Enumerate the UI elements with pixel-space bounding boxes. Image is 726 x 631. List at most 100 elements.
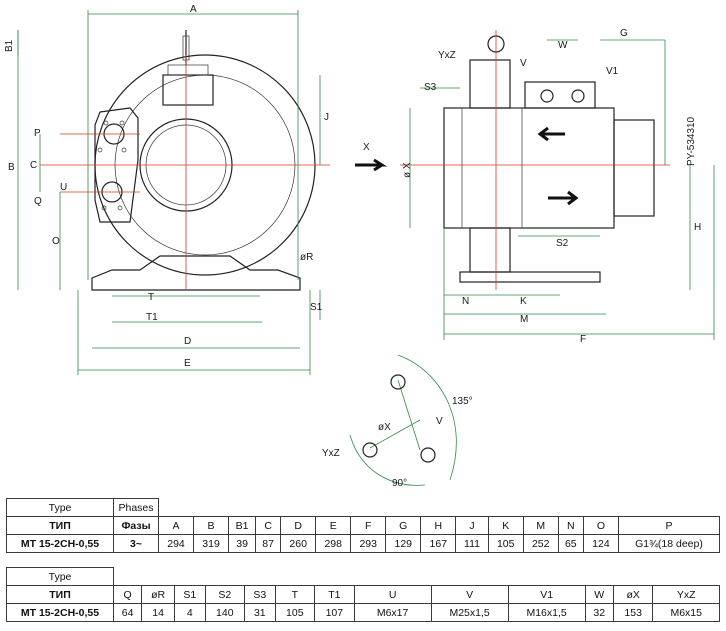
front-view: A B1 B C P U Q O J T T1 D E øR S1	[4, 4, 330, 375]
value-cell: 294	[157, 534, 195, 553]
label-t1: T1	[146, 312, 158, 323]
model-cell: MT 15-2CH-0,55	[6, 534, 114, 553]
value-cell: 87	[255, 534, 282, 553]
front-bolt	[103, 120, 109, 126]
label-k: K	[520, 296, 527, 307]
col-header: S1	[174, 585, 206, 604]
side-port-v1	[571, 89, 585, 103]
value-cell: M6x17	[353, 603, 432, 622]
flange-detail: 135° 90° YxZ øX V	[322, 354, 473, 489]
col-header: O	[582, 516, 620, 535]
flange-hole-left	[362, 442, 378, 458]
col-header: C	[255, 516, 282, 535]
value-cell: G1¾(18 deep)	[618, 534, 720, 553]
header-blank	[158, 498, 720, 517]
label-s2: S2	[556, 238, 569, 249]
label-r: øR	[300, 252, 313, 263]
label-v: V	[520, 58, 527, 69]
front-bolt	[97, 147, 103, 153]
label-flange-phix: øX	[378, 422, 391, 433]
phases-cell: 3~	[113, 534, 159, 553]
side-motor-cap	[613, 119, 655, 217]
front-bolt	[101, 205, 107, 211]
label-phix: ø X	[402, 162, 413, 178]
col-header: T	[274, 585, 316, 604]
side-arrow-in	[537, 126, 565, 142]
col-header: P	[618, 516, 720, 535]
label-m: M	[520, 314, 528, 325]
flange-hole-right	[420, 447, 436, 463]
side-port-v	[540, 89, 554, 103]
ru-phases-label: Фазы	[113, 516, 159, 535]
value-cell: 111	[455, 534, 489, 553]
col-header: M	[522, 516, 559, 535]
flange-hole-top	[390, 374, 406, 390]
value-cell: 129	[385, 534, 422, 553]
value-cell: M16x1,5	[507, 603, 586, 622]
col-header: V1	[507, 585, 586, 604]
label-flange-yxz: YxZ	[322, 448, 340, 459]
flange-line	[369, 419, 421, 449]
header-blank	[113, 567, 720, 586]
ru-type-label: ТИП	[6, 516, 114, 535]
value-cell: 65	[557, 534, 584, 553]
value-cell: 39	[228, 534, 257, 553]
label-o: O	[52, 236, 60, 247]
col-header: J	[455, 516, 489, 535]
value-cell: 32	[584, 603, 614, 622]
label-s3: S3	[424, 82, 437, 93]
col-header: øR	[141, 585, 176, 604]
col-header: K	[487, 516, 524, 535]
front-top-outlet	[162, 74, 214, 106]
label-s1: S1	[310, 302, 323, 313]
front-top-outlet-cap	[167, 64, 209, 76]
front-base	[91, 255, 301, 291]
ru-type-label: ТИП	[6, 585, 114, 604]
side-foot	[469, 227, 511, 273]
col-header: H	[420, 516, 457, 535]
col-header: Q	[112, 585, 143, 604]
airflow-arrow-x: X	[355, 142, 388, 172]
value-cell: 124	[582, 534, 620, 553]
label-h: H	[694, 222, 701, 233]
col-header: F	[350, 516, 387, 535]
col-header: V	[430, 585, 509, 604]
label-q: Q	[34, 196, 42, 207]
value-cell: 293	[350, 534, 387, 553]
label-flange-v: V	[436, 416, 443, 427]
col-header: T1	[314, 585, 355, 604]
label-b1: B1	[4, 39, 15, 52]
col-header: U	[353, 585, 432, 604]
label-angle-135: 135°	[452, 396, 473, 407]
col-header: YxZ	[652, 585, 720, 604]
value-cell: 167	[420, 534, 457, 553]
spec-table-2: Type ТИП Q øR S1 S2 S3 T T1 U V V1 W øX …	[6, 567, 720, 622]
value-cell: 319	[193, 534, 230, 553]
type-label: Type	[6, 567, 114, 586]
side-terminal-box	[524, 81, 596, 109]
value-cell: 298	[315, 534, 352, 553]
value-cell: 105	[487, 534, 524, 553]
side-base	[459, 271, 601, 283]
value-cell: 140	[204, 603, 246, 622]
value-cell: M25x1,5	[430, 603, 509, 622]
label-g: G	[620, 28, 628, 39]
col-header: W	[584, 585, 614, 604]
technical-drawing: A B1 B C P U Q O J T T1 D E øR S1 X	[4, 4, 715, 489]
col-header: B	[193, 516, 230, 535]
col-header: B1	[228, 516, 257, 535]
label-d: D	[184, 336, 191, 347]
col-header: S2	[204, 585, 246, 604]
value-cell: 107	[314, 603, 355, 622]
label-w: W	[558, 40, 568, 51]
flange-arc-90	[349, 434, 426, 486]
label-a: A	[190, 4, 197, 15]
value-cell: 31	[244, 603, 276, 622]
col-header: A	[157, 516, 195, 535]
model-cell: MT 15-2CH-0,55	[6, 603, 114, 622]
side-body	[443, 107, 615, 229]
value-cell: 252	[522, 534, 559, 553]
label-j: J	[324, 112, 329, 123]
col-header: G	[385, 516, 422, 535]
side-arrow-out	[548, 190, 579, 206]
